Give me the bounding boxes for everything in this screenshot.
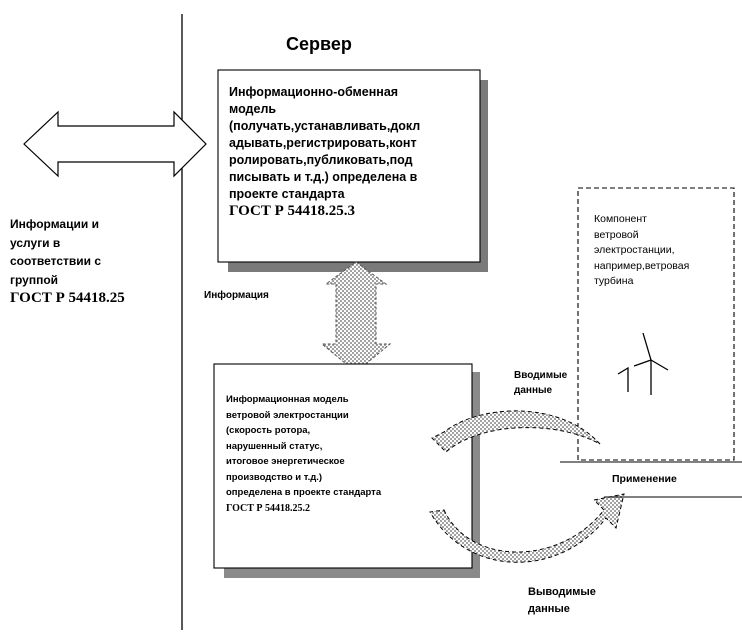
left-line-3: соответствии с	[10, 254, 102, 268]
output-arrow-icon	[429, 493, 625, 563]
box1-line-5: ролировать,публиковать,под	[229, 153, 413, 167]
input-arrow-icon	[431, 410, 601, 453]
wind-turbine-icon	[617, 332, 669, 395]
component-line-4: например,ветровая	[594, 259, 690, 272]
box1-line-4: адывать,регистрировать,конт	[229, 136, 417, 150]
left-line-1: Информации и	[10, 217, 99, 231]
component-text: Компонент ветровой электростанции, напри…	[594, 212, 734, 290]
left-line-4: группой	[10, 272, 59, 287]
box1-standard: ГОСТ Р 54418.25.3	[229, 203, 356, 219]
component-line-1: Компонент	[594, 213, 647, 225]
component-line-2: ветровой	[594, 228, 639, 241]
double-arrow-icon	[23, 110, 207, 178]
box2-line-5: итоговое энергетическое	[226, 456, 345, 467]
box1-line-1: Информационно-обменная	[229, 85, 399, 99]
box2-line-2: ветровой электростанции	[226, 409, 349, 421]
box2-text: Информационная модель ветровой электрост…	[226, 392, 466, 516]
left-line-2: услуги в	[10, 235, 61, 250]
left-description: Информации и услуги в соответствии с гру…	[10, 215, 125, 307]
box2-line-1: Информационная модель	[226, 394, 349, 405]
application-label: Применение	[612, 473, 677, 485]
input-label-line-1: Вводимые	[514, 370, 568, 381]
output-label-line-2: данные	[528, 603, 570, 615]
output-label: Выводимые данные	[528, 584, 596, 618]
input-label-line-2: данные	[514, 385, 553, 396]
box1-line-6: писывать и т.д.) определена в	[229, 170, 418, 184]
box2-line-3: (скорость ротора,	[226, 425, 311, 436]
box1-text: Информационно-обменная модель (получать,…	[229, 84, 475, 219]
component-box	[577, 187, 735, 461]
box2-line-6: производство и т.д.)	[226, 471, 323, 483]
updown-arrow-icon	[320, 261, 392, 373]
box1-line-2: модель	[229, 102, 277, 116]
box2	[213, 363, 473, 569]
left-standard: ГОСТ Р 54418.25	[10, 290, 125, 306]
component-line-3: электростанции,	[594, 244, 675, 256]
box2-standard: ГОСТ Р 54418.25.2	[226, 502, 311, 514]
server-title: Сервер	[286, 34, 352, 54]
box1	[217, 69, 481, 263]
input-label: Вводимые данные	[514, 368, 567, 398]
output-label-line-1: Выводимые	[528, 586, 596, 598]
component-line-5: турбина	[594, 275, 634, 287]
box2-line-7: определена в проекте стандарта	[226, 487, 382, 498]
box1-line-3: (получать,устанавливать,докл	[229, 119, 421, 133]
info-label: Информация	[204, 290, 269, 301]
box2-line-4: нарушенный статус,	[226, 440, 323, 452]
box1-line-7: проекте стандарта	[229, 187, 345, 201]
